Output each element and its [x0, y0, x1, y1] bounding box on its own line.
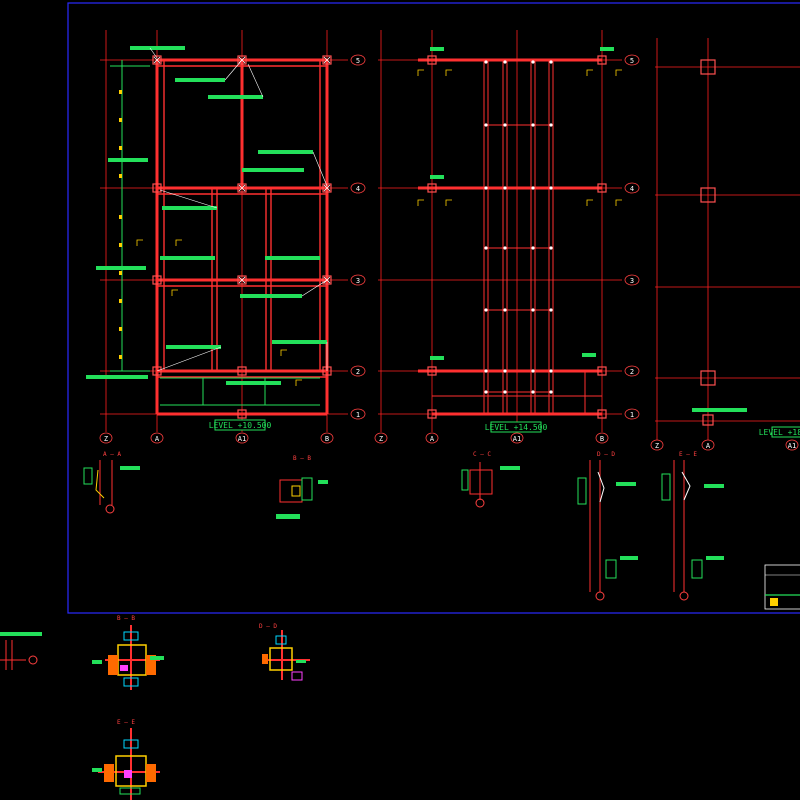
- plan-2-row-label: 3: [630, 277, 634, 285]
- section-b-label: B — B: [293, 455, 311, 462]
- plan-2-beams: [418, 58, 602, 416]
- plan-2-col-label: A: [430, 435, 435, 443]
- plan-1-stair-markers: [119, 90, 122, 359]
- plan-2-row-label: 1: [630, 411, 634, 419]
- section-a-label: A — A: [103, 451, 121, 458]
- plan-3-col-label: Z: [655, 442, 659, 450]
- lower-detail-e: E — E: [92, 719, 160, 800]
- plan-1-member-tags: [86, 46, 327, 385]
- plan-2-title: LEVEL +14.500: [485, 423, 548, 432]
- plan-1-col-label: Z: [104, 435, 108, 443]
- plan-1-row-label: 5: [356, 57, 360, 65]
- lower-detail-b: B — B: [92, 615, 164, 690]
- section-d-label: D — D: [597, 451, 615, 458]
- section-detail-c: C — C: [461, 451, 520, 508]
- plan-1-col-label: B: [325, 435, 329, 443]
- plan-1-leaders: [149, 47, 328, 372]
- plan-3-col-label: A: [706, 442, 711, 450]
- lower-detail-d: D — D: [259, 623, 310, 681]
- plan-1-title-box: [214, 419, 266, 431]
- plan-2-col-label: Z: [379, 435, 383, 443]
- plan-2-tags: [430, 47, 614, 360]
- plan-1-row-label: 2: [356, 368, 360, 376]
- plan-1-row-label: 3: [356, 277, 360, 285]
- plan-2-column-nodes: [427, 55, 607, 419]
- plan-2-joists: [432, 60, 602, 414]
- sheet-border: [67, 2, 800, 614]
- plan-2-col-label: A1: [513, 435, 521, 443]
- lower-detail-left: [0, 632, 42, 670]
- section-e-label: E — E: [679, 451, 697, 458]
- plan-1-secondary-beams: [157, 60, 327, 378]
- plan-1-title: LEVEL +10.500: [209, 421, 272, 430]
- plan-2-row-label: 2: [630, 368, 634, 376]
- plan-1-col-label: A1: [238, 435, 246, 443]
- plan-1: LEVEL +10.500 5 4 3 2 1 Z A A1 B: [86, 30, 366, 444]
- lower-details: B — B D — D E — E: [0, 615, 310, 800]
- section-c-label: C — C: [473, 451, 491, 458]
- plan-1-row-label: 4: [356, 185, 360, 193]
- plan-1-section-marks: [136, 239, 302, 386]
- plan-2-row-bubbles: [624, 54, 640, 420]
- section-detail-b: B — B: [276, 455, 328, 519]
- plan-1-col-label: A: [155, 435, 160, 443]
- lower-section-d-label: D — D: [259, 623, 277, 630]
- plan-2-col-bubbles: [374, 432, 609, 444]
- plan-2-row-label: 5: [630, 57, 634, 65]
- plan-1-row-bubbles: [350, 54, 366, 420]
- plan-1-row-label: 1: [356, 411, 360, 419]
- plan-1-col-bubbles: [99, 432, 334, 444]
- plan-2-nodes: [484, 60, 553, 394]
- plan-2-title-box: [490, 421, 542, 433]
- plan-2-row-label: 4: [630, 185, 634, 193]
- plan-1-column-nodes: [152, 55, 332, 419]
- section-detail-a: A — A: [83, 451, 140, 514]
- lower-section-b-label: B — B: [117, 615, 135, 622]
- title-block-partial: [764, 564, 800, 610]
- plan-2-col-label: B: [600, 435, 604, 443]
- section-details-row: A — A B — B C — C D — D: [83, 451, 800, 610]
- section-detail-d: D — D: [577, 451, 638, 601]
- plan-2-section-marks: [417, 69, 622, 206]
- plan-3: LEVEL +18.500 Z A A1: [650, 38, 800, 451]
- lower-section-e-label: E — E: [117, 719, 135, 726]
- plan-3-col-label: A1: [788, 442, 796, 450]
- plan-2: LEVEL +14.500 5 4 3 2 1 Z A A1 B: [374, 30, 640, 444]
- section-detail-e: E — E: [661, 451, 724, 601]
- plan-3-title: LEVEL +18.500: [759, 428, 800, 437]
